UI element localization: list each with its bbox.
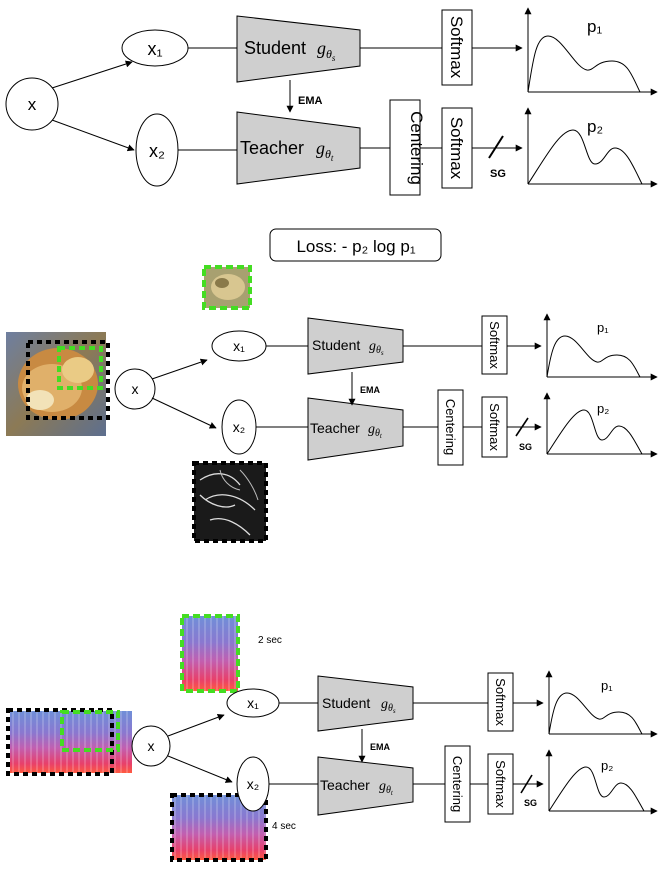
- spectrogram-local-crop: [180, 614, 240, 693]
- p2-label: p₂: [587, 117, 603, 136]
- arrow-to-view2: [51, 119, 135, 152]
- input-node: [5, 77, 59, 131]
- view1-label: x₁: [247, 695, 259, 711]
- student-label: Student: [312, 337, 360, 353]
- spectrogram: [6, 708, 132, 776]
- dog-photo: [6, 332, 110, 436]
- global-crop-frame: [6, 708, 114, 776]
- input-label: x: [132, 381, 139, 397]
- teacher-softmax-label: Softmax: [447, 117, 466, 180]
- view1-label: x₁: [147, 39, 162, 59]
- student-label: Student: [244, 38, 306, 58]
- p2-curve: [527, 129, 643, 185]
- arrow-to-view1: [167, 713, 225, 737]
- view1-label: x₁: [233, 338, 245, 354]
- p1-label: p₁: [597, 320, 609, 335]
- p1-curve: [527, 35, 641, 93]
- global-crop-frame: [26, 340, 110, 420]
- ema-label: EMA: [298, 95, 323, 107]
- centering-label: Centering: [407, 111, 426, 185]
- ema-label: EMA: [370, 742, 391, 752]
- panel-2: x x₁ x₂ Student gθs Teacher gθt EMA Cent…: [6, 265, 658, 543]
- local-crop-frame: [57, 346, 103, 390]
- arrow-to-view1: [151, 358, 208, 380]
- p2-curve: [546, 409, 643, 455]
- student-softmax-label: Softmax: [447, 16, 466, 79]
- centering-box: [437, 389, 464, 466]
- input-node: [131, 725, 171, 767]
- teacher-softmax-box: [481, 396, 508, 458]
- arrow-to-view2: [167, 755, 233, 783]
- p2-label: p₂: [597, 401, 609, 416]
- student-softmax-box: [441, 9, 473, 86]
- teacher-network: [307, 397, 404, 461]
- arrow-to-view1: [51, 60, 133, 89]
- p1-curve: [546, 335, 641, 378]
- centering-box: [444, 745, 471, 823]
- stop-gradient-slash: [520, 774, 533, 794]
- teacher-softmax-label: Softmax: [493, 760, 508, 808]
- p1-curve: [548, 692, 643, 735]
- dog-local-crop: [202, 265, 252, 310]
- teacher-label: Teacher: [320, 777, 370, 793]
- panel-1: x x₁ x₂ Student gθs Teacher gθt EMA Cent…: [5, 7, 658, 196]
- teacher-label: Teacher: [240, 138, 304, 158]
- centering-label: Centering: [443, 399, 458, 455]
- arrow-to-view2: [151, 397, 217, 429]
- student-network: [317, 675, 414, 732]
- ema-label: EMA: [360, 385, 381, 395]
- p2-label: p₂: [601, 758, 613, 773]
- student-softmax-box: [487, 672, 514, 732]
- sg-label: SG: [490, 168, 506, 180]
- student-softmax-label: Softmax: [493, 678, 508, 726]
- loss-label: Loss: - p₂ log p₁: [296, 237, 415, 256]
- view2-label: x₂: [149, 141, 165, 161]
- student-network: [236, 15, 361, 83]
- panel-3: 2 sec 4 sec x x₁ x₂ Student gθs Teacher …: [6, 614, 658, 862]
- p1-label: p₁: [601, 678, 613, 693]
- centering-box: [389, 99, 421, 196]
- student-softmax-box: [481, 315, 508, 375]
- input-label: x: [28, 95, 37, 114]
- crop2-duration: 4 sec: [272, 821, 296, 832]
- sg-label: SG: [519, 442, 532, 452]
- student-label: Student: [322, 695, 370, 711]
- stop-gradient-slash: [488, 135, 504, 159]
- crop1-duration: 2 sec: [258, 635, 282, 646]
- p1-label: p₁: [587, 17, 602, 36]
- teacher-network: [236, 111, 361, 185]
- student-network: [307, 317, 404, 375]
- input-label: x: [148, 738, 155, 754]
- teacher-network: [317, 756, 414, 816]
- view2-label: x₂: [233, 419, 245, 435]
- p2-curve: [548, 766, 645, 812]
- student-softmax-label: Softmax: [487, 321, 502, 369]
- view2-label: x₂: [247, 776, 259, 792]
- local-crop-frame: [60, 710, 120, 752]
- teacher-label: Teacher: [310, 420, 360, 436]
- sg-label: SG: [524, 798, 537, 808]
- stop-gradient-slash: [515, 417, 529, 437]
- dog-global-crop-sketch: [192, 461, 268, 543]
- teacher-softmax-label: Softmax: [487, 403, 502, 451]
- loss-box: [269, 228, 442, 262]
- centering-label: Centering: [450, 756, 465, 812]
- input-node: [114, 368, 156, 410]
